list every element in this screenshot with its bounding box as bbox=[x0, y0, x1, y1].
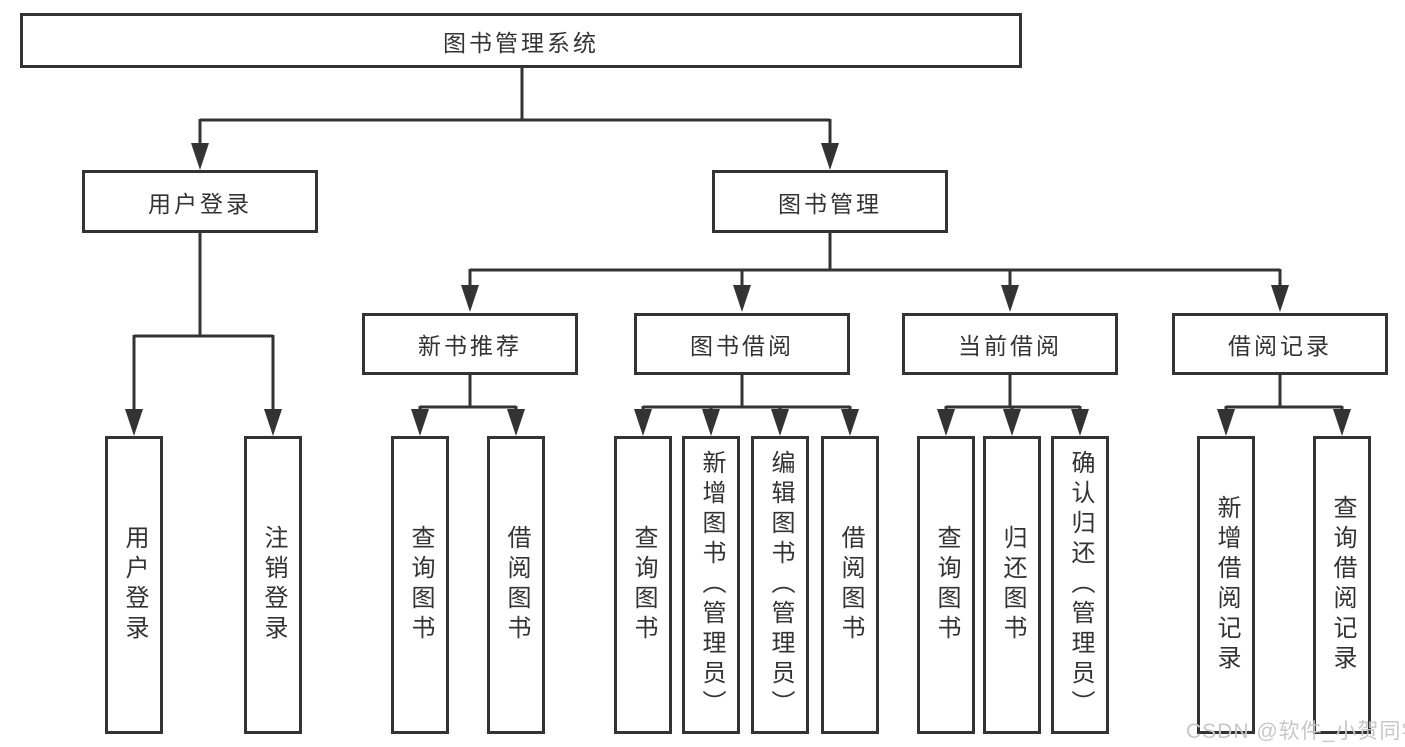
node-book-management: 图书管理 bbox=[712, 170, 948, 233]
node-new-book-recommend: 新书推荐 bbox=[362, 313, 578, 375]
leaf-recommend-query-books: 查询图书 bbox=[391, 436, 449, 734]
leaf-current-query-books: 查询图书 bbox=[917, 436, 975, 734]
leaf-borrow-query-books: 查询图书 bbox=[614, 436, 672, 734]
leaf-current-confirm-return-admin: 确认归还（管理员） bbox=[1051, 436, 1109, 734]
leaf-current-return-books: 归还图书 bbox=[983, 436, 1041, 734]
leaf-borrow-edit-books-admin: 编辑图书（管理员） bbox=[751, 436, 809, 734]
leaf-borrow-add-books-admin: 新增图书（管理员） bbox=[682, 436, 740, 734]
node-current-borrow: 当前借阅 bbox=[902, 313, 1118, 375]
node-book-borrow: 图书借阅 bbox=[634, 313, 850, 375]
leaf-records-query-record: 查询借阅记录 bbox=[1313, 436, 1371, 734]
arrowheads bbox=[125, 143, 1351, 436]
leaf-user-login: 用户登录 bbox=[105, 436, 163, 734]
node-root: 图书管理系统 bbox=[20, 13, 1022, 68]
watermark: CSDN @软件_小贺同学 bbox=[1186, 720, 1405, 743]
leaf-recommend-borrow-books: 借阅图书 bbox=[487, 436, 545, 734]
node-borrow-records: 借阅记录 bbox=[1172, 313, 1388, 375]
leaf-borrow-borrow-books: 借阅图书 bbox=[821, 436, 879, 734]
leaf-records-add-record: 新增借阅记录 bbox=[1197, 436, 1255, 734]
node-user-login: 用户登录 bbox=[82, 170, 318, 233]
leaf-logout: 注销登录 bbox=[244, 436, 302, 734]
